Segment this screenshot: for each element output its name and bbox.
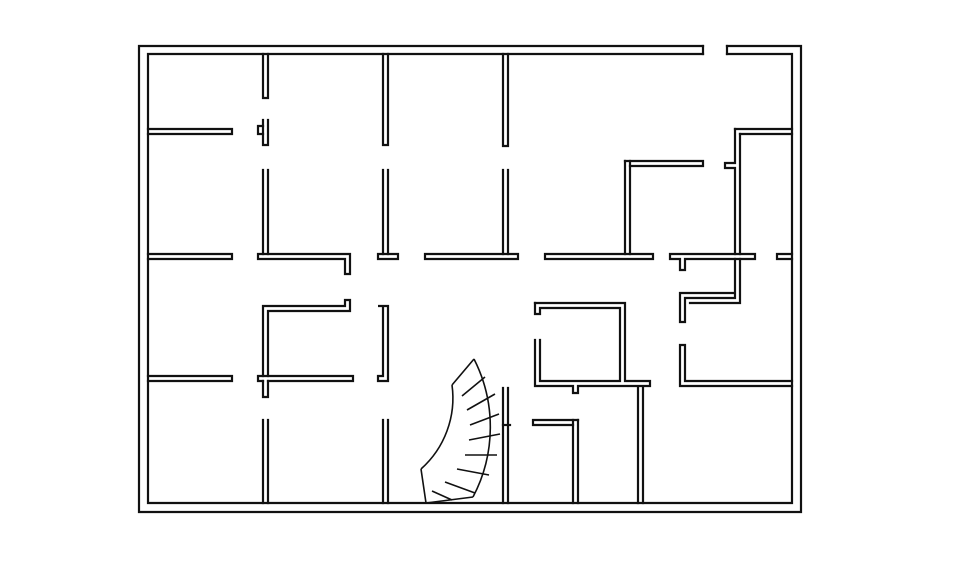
left-rooms-walls (146, 118, 270, 383)
middle-right-walls (533, 301, 794, 395)
lower-walls (501, 418, 580, 427)
outer-walls (137, 44, 803, 514)
stair-treads (431, 376, 501, 501)
curved-staircase (420, 358, 501, 504)
corridor-walls (256, 252, 794, 276)
middle-left-walls (256, 298, 390, 399)
upper-right-walls (623, 127, 794, 324)
vertical-walls (261, 52, 645, 505)
